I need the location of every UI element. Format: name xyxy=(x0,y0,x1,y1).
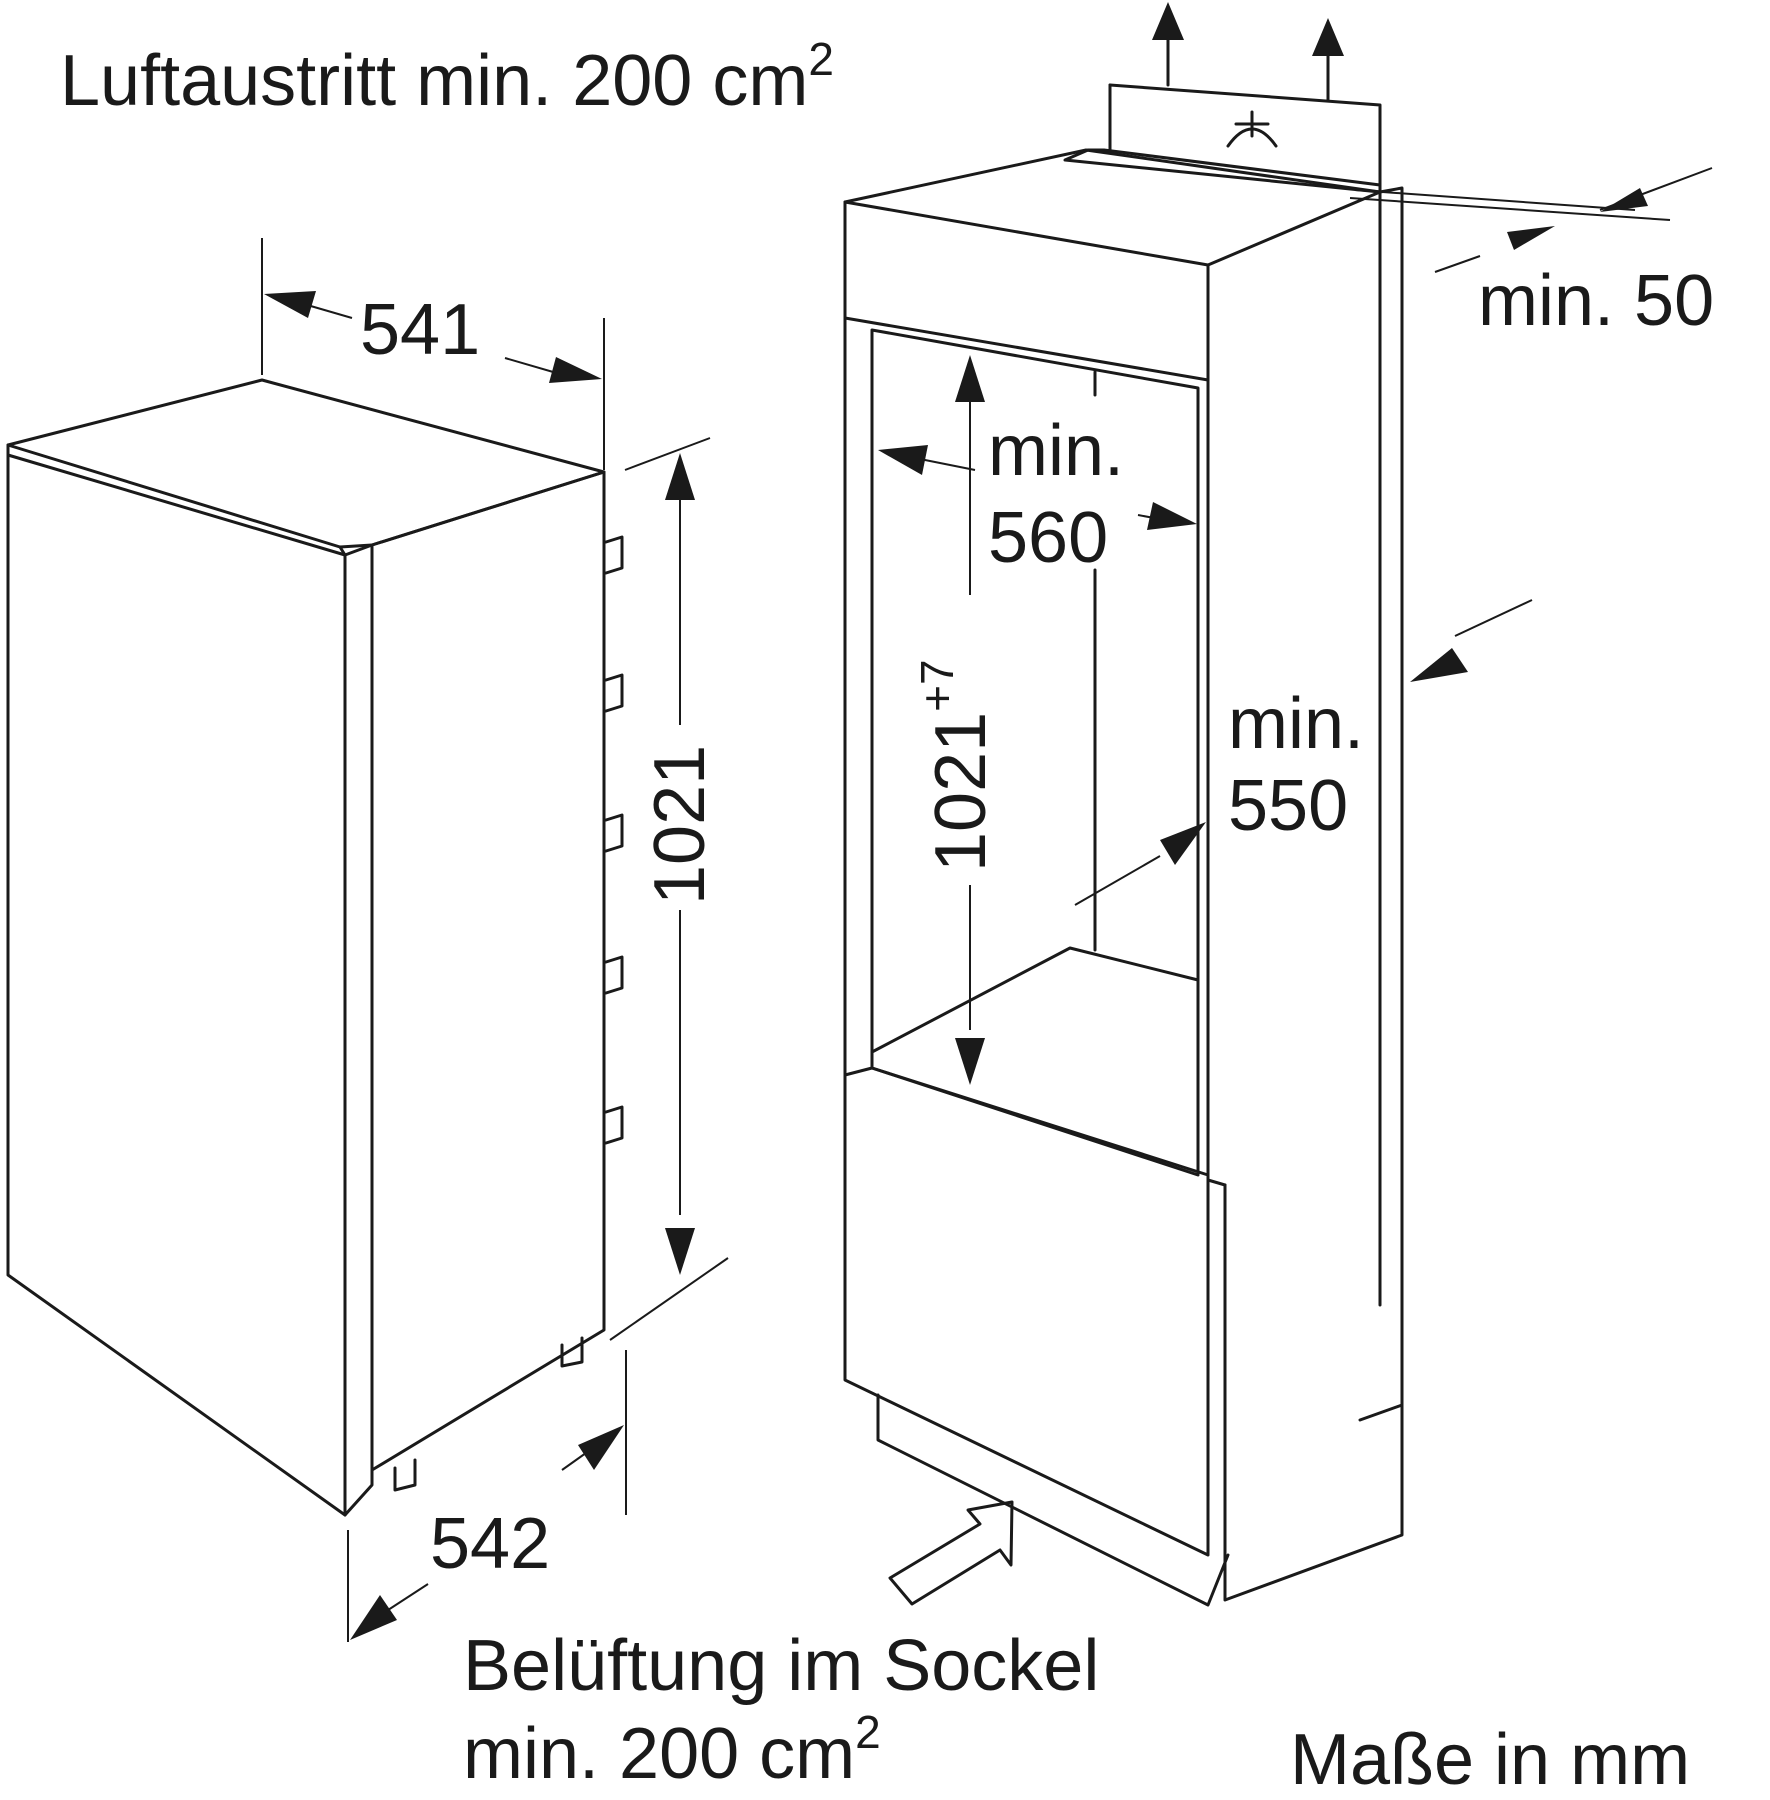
plinth-vent-line2: min. 200 cm2 xyxy=(463,1706,881,1794)
dimension-542: 542 xyxy=(347,1350,627,1642)
depth-542-label: 542 xyxy=(430,1504,550,1584)
cabinet-drawing xyxy=(843,2,1404,1607)
dimension-541: 541 xyxy=(261,238,605,470)
width-541-label: 541 xyxy=(360,290,480,370)
dimension-min-550: min. 550 xyxy=(1074,599,1533,906)
dimension-min-50: min. 50 xyxy=(1349,167,1714,341)
dimension-1021: 1021 xyxy=(609,437,729,1341)
niche-min-label: min. xyxy=(988,411,1124,491)
units-label: Maße in mm xyxy=(1290,1720,1690,1800)
niche-height-label: 1021+7 xyxy=(911,659,1001,872)
dimension-niche-1021: 1021+7 xyxy=(911,355,1001,1085)
plinth-vent-arrow xyxy=(888,1500,1014,1606)
depth-min-label: min. xyxy=(1228,684,1364,764)
niche-560-label: 560 xyxy=(988,498,1108,578)
depth-550-label: 550 xyxy=(1228,766,1348,846)
height-1021-label: 1021 xyxy=(640,745,720,905)
gap-min-50-label: min. 50 xyxy=(1478,261,1714,341)
appliance-drawing xyxy=(6,378,624,1517)
air-outlet-label: Luftaustritt min. 200 cm2 xyxy=(60,33,834,121)
plinth-vent-line1: Belüftung im Sockel xyxy=(463,1626,1099,1706)
dimension-min-560: min. 560 xyxy=(878,411,1197,578)
